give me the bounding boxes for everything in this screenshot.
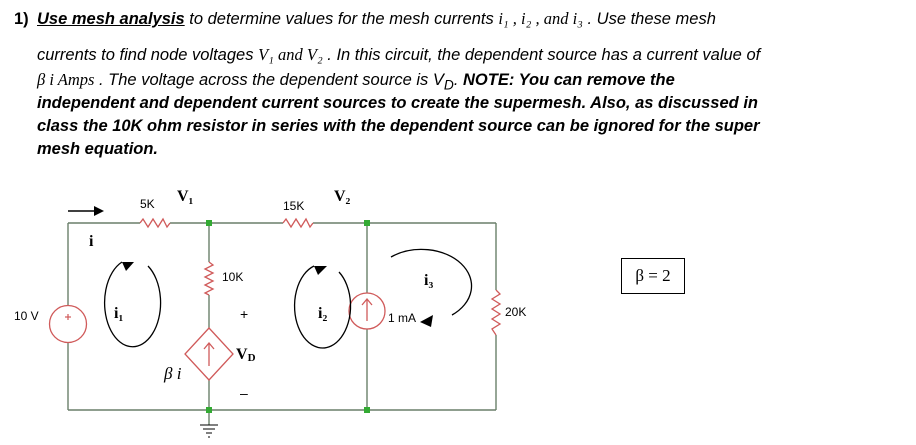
mesh3-label: i₃ — [424, 272, 433, 289]
beta-value-box: β = 2 — [621, 258, 685, 294]
note-text: NOTE: You can remove the — [463, 71, 675, 89]
mesh1-label: i₁ — [114, 305, 123, 322]
node-voltage-vars: V₁ and V₂ — [258, 45, 323, 64]
problem-line-6: mesh equation. — [37, 140, 159, 158]
problem-line-3: β i Amps . The voltage across the depend… — [37, 70, 675, 93]
problem-line-4: independent and dependent current source… — [37, 94, 758, 112]
problem-number: 1) — [14, 10, 29, 28]
dependent-current-source — [184, 327, 234, 381]
problem-line-5: class the 10K ohm resistor in series wit… — [37, 117, 760, 135]
vd-label: VD — [236, 346, 256, 364]
resistor-5k — [139, 217, 171, 229]
mesh-arrows — [103, 248, 473, 349]
mesh2-arrow — [293, 265, 352, 349]
vd-plus: + — [240, 306, 248, 322]
ground-symbol — [200, 424, 218, 438]
isrc-label: 1 mA — [388, 311, 416, 325]
current-i-arrow — [68, 206, 104, 216]
v1-label: V₁ — [177, 188, 194, 205]
voltage-source — [48, 304, 88, 344]
resistor-20k — [490, 289, 502, 336]
r2-label: 10K — [222, 270, 243, 284]
r3-label: 15K — [283, 199, 304, 213]
r1-label: 5K — [140, 197, 155, 211]
current-i-label: i — [89, 233, 94, 250]
dep-source-label: β i — [163, 364, 182, 383]
v2-label: V₂ — [334, 188, 351, 205]
mesh2-label: i₂ — [318, 305, 327, 322]
mesh-arrowheads — [122, 262, 433, 327]
problem-line-2: currents to find node voltages V₁ and V₂… — [37, 45, 761, 64]
resistor-15k — [282, 217, 314, 229]
mesh1-arrow — [103, 261, 162, 348]
vd-minus: – — [240, 385, 248, 401]
circuit-wires — [67, 222, 497, 425]
resistors — [139, 217, 502, 336]
node-dots — [206, 220, 370, 413]
source-voltage-label: 10 V — [14, 309, 39, 323]
task-emphasis: Use mesh analysis — [37, 10, 185, 28]
mesh-current-vars: i₁ , i₂ , and i₃ — [498, 9, 583, 28]
resistor-10k — [203, 261, 215, 296]
mesh3-arrow — [390, 248, 473, 316]
dependent-source-expr: β i Amps — [37, 70, 95, 89]
problem-line-1: Use mesh analysis to determine values fo… — [37, 9, 716, 28]
r4-label: 20K — [505, 305, 526, 319]
independent-current-source — [348, 292, 386, 330]
